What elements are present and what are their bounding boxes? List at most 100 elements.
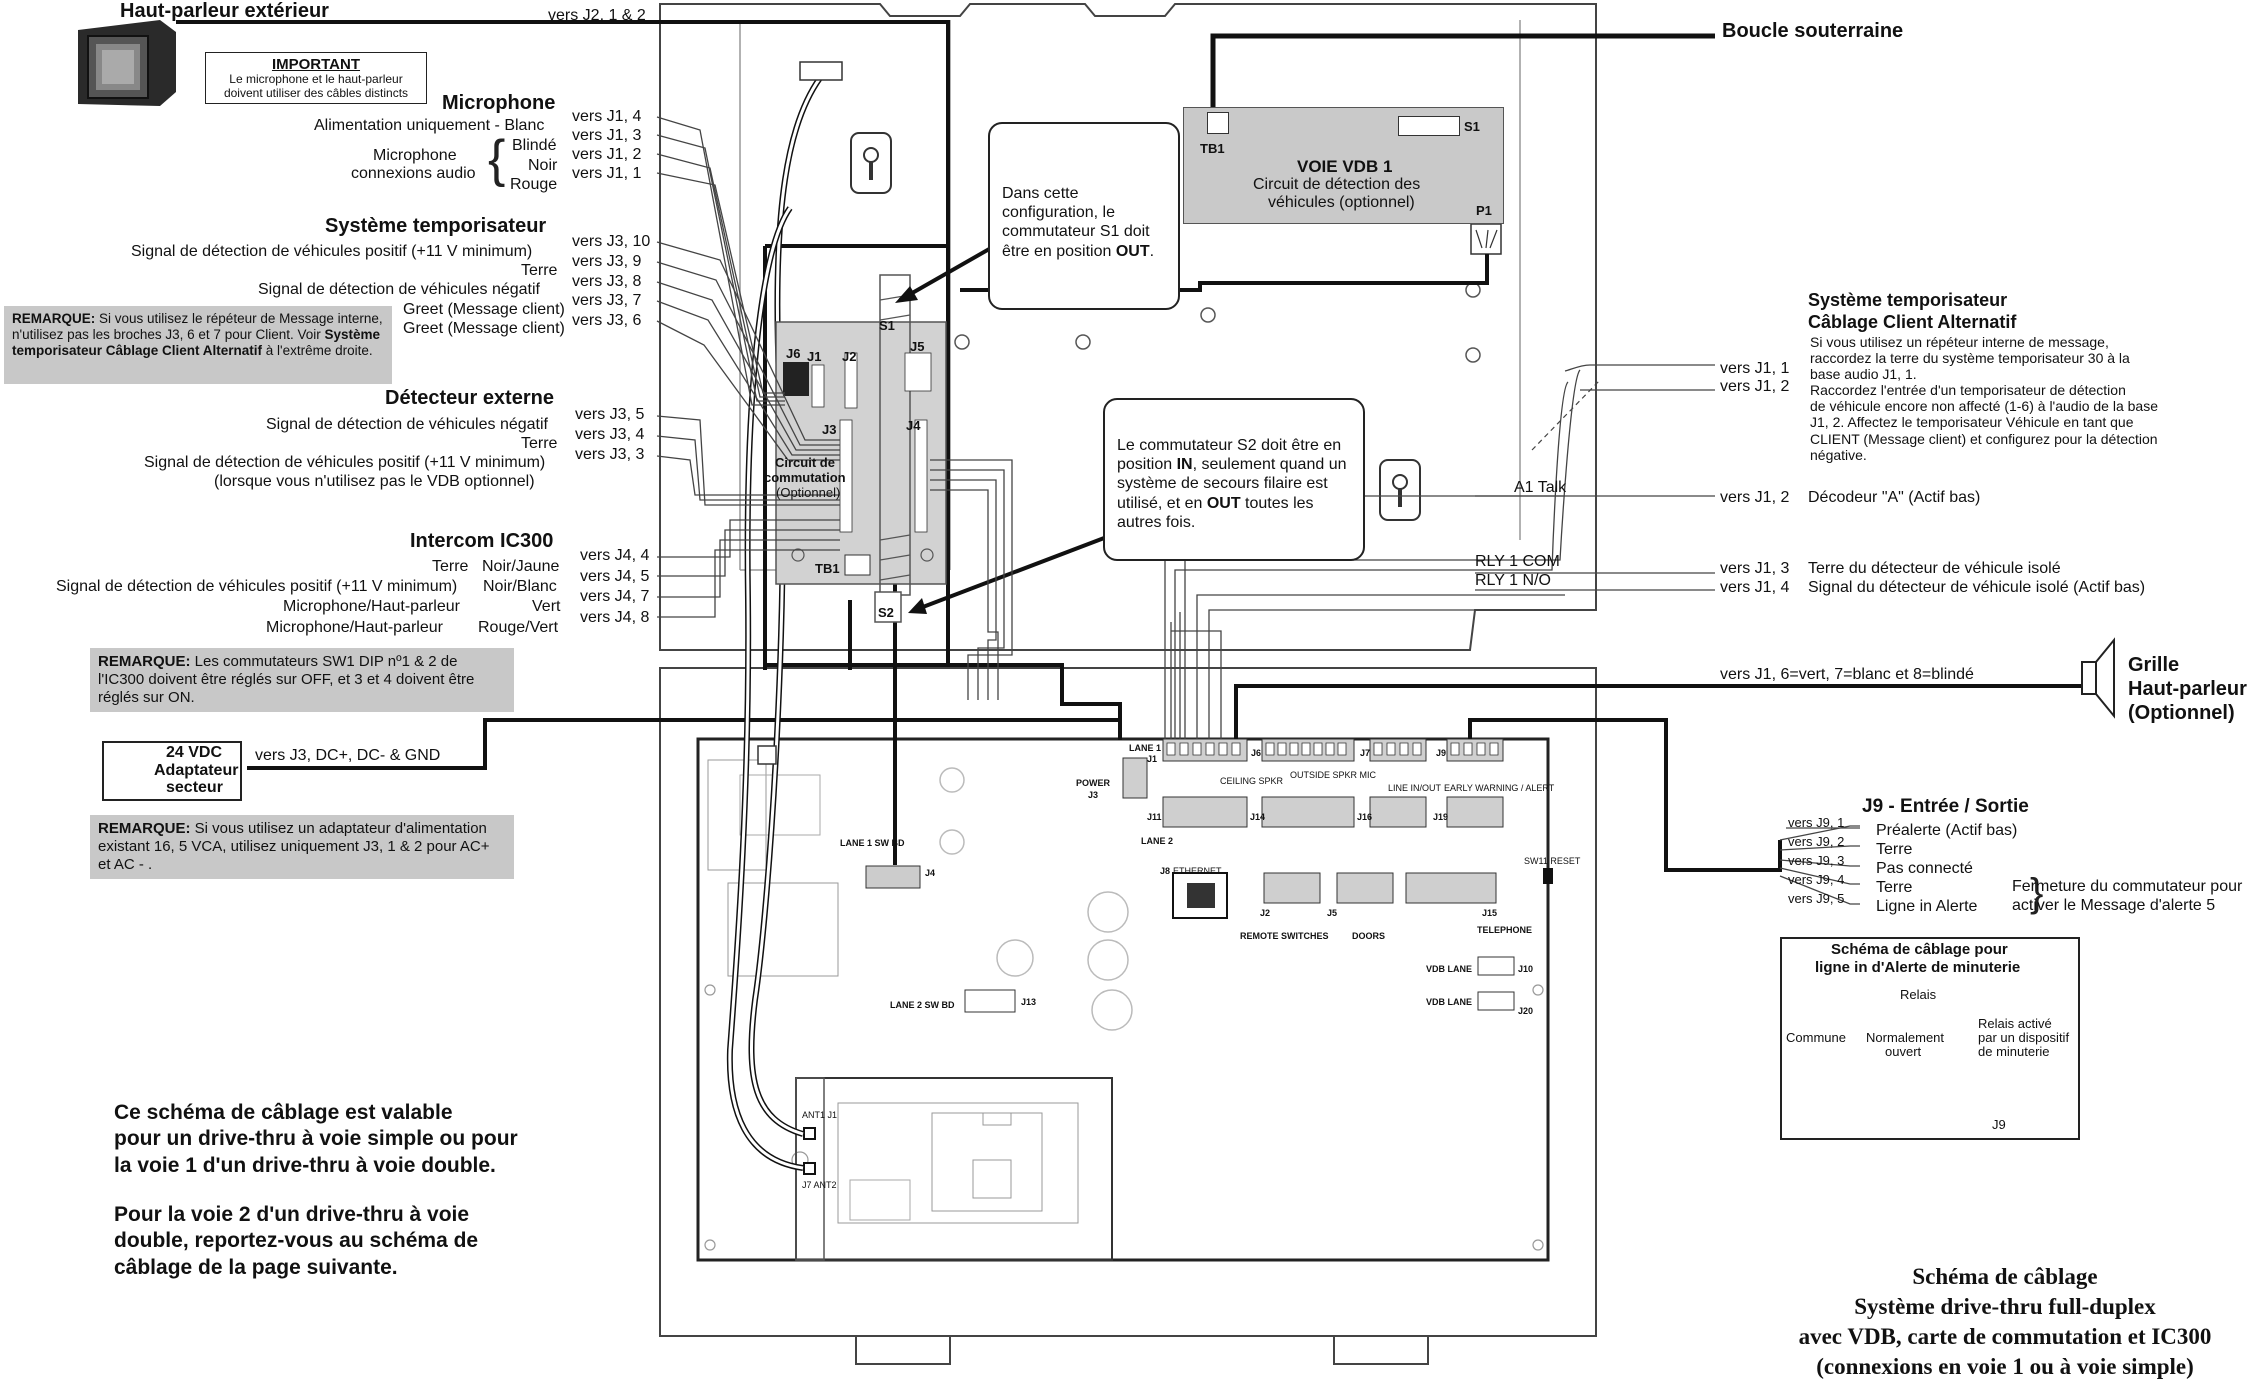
validity-line: câblage de la page suivante. [114,1255,398,1279]
callout-s1-line: commutateur S1 doit [1002,223,1150,241]
note-timer-body: Si vous utilisez le répéteur de Message … [12,311,383,343]
grille-label-3: (Optionnel) [2128,702,2235,724]
board-j20: J20 [1518,1006,1534,1016]
intercom-line-1: Terre [432,558,469,575]
relay-no-label: RLY 1 N/O [1475,572,1551,589]
board-lane2: LANE 2 [1141,836,1174,846]
intercom-color-3: Vert [532,598,561,615]
callout-s1: Dans cette configuration, le commutateur… [988,122,1180,310]
j9-fanout [1779,825,1860,905]
diagram-title: Schéma de câblage Système drive-thru ful… [1760,1262,2250,1382]
alt-timer-line: Si vous utilisez un répéteur interne de … [1810,334,2109,350]
callout-s2-bold: IN [1176,456,1193,474]
microphone-audio-label2: connexions audio [351,165,476,182]
board-early: EARLY WARNING / ALERT [1444,783,1555,793]
j9-desc-4: Terre [1876,879,1913,896]
relay-ref-2: vers J1, 4 [1720,579,1790,596]
validity-paragraph-1: Ce schéma de câblage est valable pour un… [114,1100,518,1179]
alt-timer-line: de véhicule encore non affecté (1-6) à l… [1810,398,2158,415]
external-title: Détecteur externe [385,387,554,409]
board-outside: OUTSIDE SPKR MIC [1290,770,1377,780]
timer-line-1: Signal de détection de véhicules positif… [131,243,533,260]
callout-s2-line: autres fois. [1117,513,1196,531]
validity-line: Pour la voie 2 d'un drive-thru à voie [114,1203,470,1226]
j9-ref-4: vers J9, 4 [1788,872,1845,887]
sw-label-2: commutation [764,470,846,485]
adapter-wire [247,718,1122,770]
speaker-title: Haut-parleur extérieur [120,0,329,22]
important-title: IMPORTANT [271,56,361,73]
timer-line-5: Greet (Message client) [403,320,565,337]
minuterie-box [1780,937,2080,1140]
alt-timer-line: Raccordez l'entrée d'un temporisateur de… [1810,382,2126,399]
alt-timer-ref-1: vers J1, 1 [1720,360,1790,377]
board-lane1swbd: LANE 1 SW BD [840,838,905,848]
adapter-label-2: Adaptateur [154,762,239,779]
signal-wires [656,116,1581,739]
alt-timer-line: base audio J1, 1. [1810,366,1917,383]
callout-s1-text: être en position [1002,242,1116,260]
vdb-s1-label: S1 [1464,119,1480,134]
grille-speaker-graphic [2081,637,2115,719]
minuterie-relais: Relais [1900,987,1937,1002]
external-ref-2: vers J3, 4 [575,426,645,443]
relay-desc-1: Terre du détecteur de véhicule isolé [1808,560,2061,577]
timer-ref-2: vers J3, 9 [572,253,642,270]
loop-wire [1210,33,1715,108]
timer-ref-5: vers J3, 6 [572,312,642,329]
callout-s2-text: , seulement quand un [1192,456,1347,474]
vdb-module [1183,107,1504,224]
minuterie-title-2: ligne in d'Alerte de minuterie [1815,959,2021,976]
minuterie-title-1: Schéma de câblage pour [1831,941,2008,958]
microphone-wire-2: Noir [528,157,558,174]
relay-com-label: RLY 1 COM [1475,553,1560,570]
board-ethernet: ETHERNET [1173,866,1222,876]
sw-j3-label: J3 [822,422,837,437]
validity-line: Ce schéma de câblage est valable [114,1101,453,1124]
callout-s1-bold: OUT [1115,242,1150,260]
j9-closure-1: Fermeture du commutateur pour [2012,878,2243,895]
j9-closure-2: activer le Message d'alerte 5 [2012,897,2216,914]
microphone-ref-4: vers J1, 1 [572,165,642,182]
j9-brace: } [2030,871,2044,915]
board-lineinout: LINE IN/OUT [1388,783,1442,793]
keyhole-upper-right [1379,459,1421,521]
timer-line-4: Greet (Message client) [403,301,565,318]
minuterie-act-3: de minuterie [1978,1044,2050,1059]
a1-label: A1 Talk [1514,479,1567,496]
a1-desc: Décodeur "A" (Actif bas) [1808,489,1981,506]
sw-s2-label: S2 [878,605,894,620]
timer-ref-4: vers J3, 7 [572,292,642,309]
adapter-box [102,741,242,801]
keyhole-upper-left [850,132,892,194]
adapter-label-3: secteur [166,779,223,796]
microphone-ref-1: vers J1, 4 [572,108,642,125]
note-adapter-lead: REMARQUE: [98,820,191,837]
intercom-line-4: Microphone/Haut-parleur [266,619,443,636]
speaker-route: vers J2, 1 & 2 [548,7,646,24]
sw-tb1-label: TB1 [815,561,840,576]
board-j11: J11 [1147,812,1162,822]
j9-ref-1: vers J9, 1 [1788,815,1845,830]
timer-title: Système temporisateur [325,215,547,237]
external-line-1: Signal de détection de véhicules négatif [266,416,548,433]
note-timer-tail: à l'extrême droite. [262,343,373,359]
board-doors: DOORS [1352,931,1386,941]
j9-title: J9 - Entrée / Sortie [1862,796,2029,817]
upper-enclosure [659,3,1597,651]
validity-line: double, reportez-vous au schéma de [114,1229,479,1253]
microphone-ref-2: vers J1, 3 [572,127,642,144]
timer-line-2: Terre [521,262,558,279]
adapter-label-1: 24 VDC [166,744,223,761]
external-line-4: (lorsque vous n'utilisez pas le VDB opti… [214,473,535,490]
note-timer: REMARQUE: Si vous utilisez le répéteur d… [4,306,392,384]
board-power: POWER [1076,778,1111,788]
board-sw11: SW11 RESET [1524,856,1581,866]
callout-s2-bold: OUT [1206,494,1241,512]
note-intercom: REMARQUE: Les commutateurs SW1 DIP nº1 &… [90,648,514,712]
loop-label: Boucle souterraine [1722,20,1904,42]
timer-ref-3: vers J3, 8 [572,273,642,290]
intercom-ref-1: vers J4, 4 [580,547,650,564]
board-remote: REMOTE SWITCHES [1240,931,1329,941]
